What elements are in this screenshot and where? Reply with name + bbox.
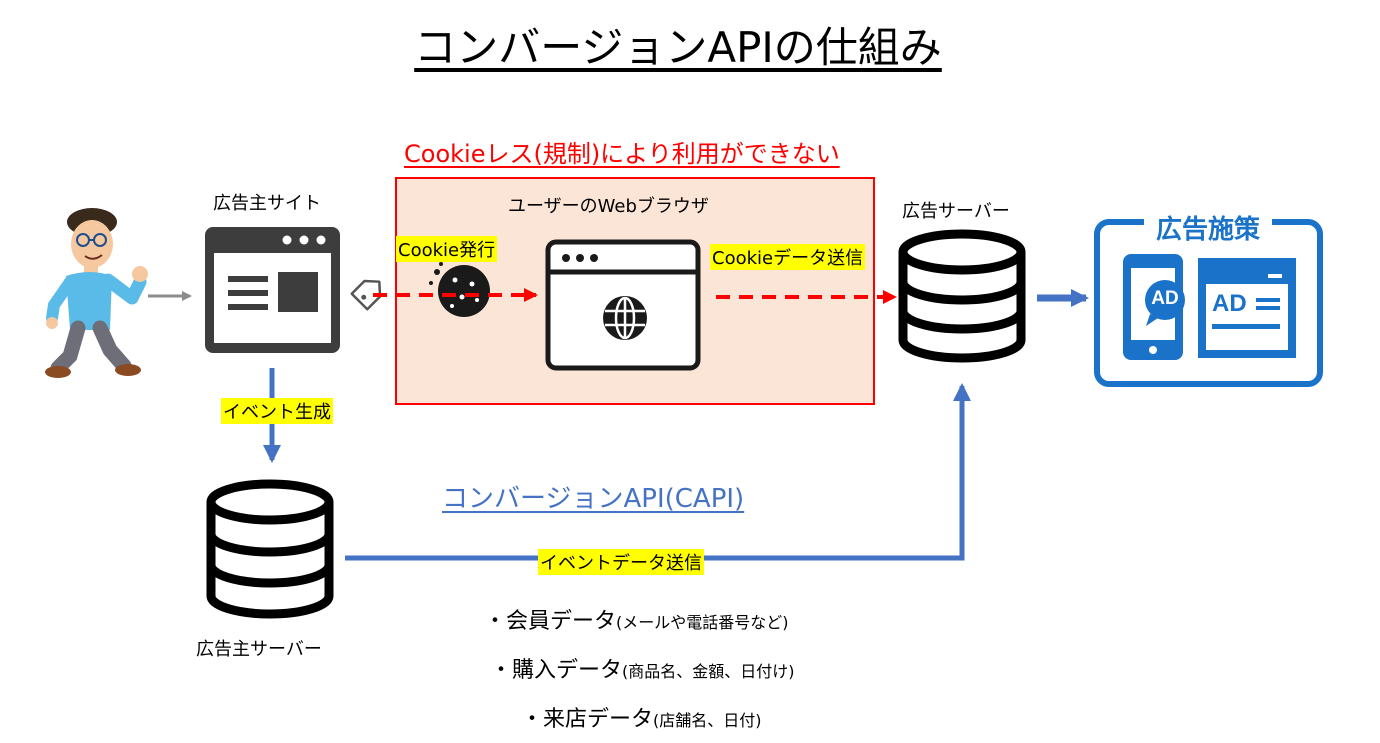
- user-person-icon: [45, 208, 148, 378]
- data-item-detail: (商品名、金額、日付け): [622, 662, 795, 681]
- advertiser-server-label: 広告主サーバー: [196, 639, 322, 660]
- page-title: コンバージョンAPIの仕組み: [414, 23, 942, 72]
- ad-server-label: 広告サーバー: [902, 201, 1010, 222]
- event-generation-label: イベント生成: [221, 398, 333, 424]
- ad-badge-panel: AD: [1212, 290, 1247, 317]
- ad-measures-title: 広告施策: [1144, 209, 1272, 246]
- cookie-send-label: Cookieデータ送信: [710, 244, 866, 270]
- ad-measures-box: [1094, 219, 1323, 387]
- data-item-main: ・来店データ: [521, 707, 654, 732]
- data-item-visit: ・来店データ(店舗名、日付): [521, 701, 762, 733]
- arrow-event-data-send: [345, 383, 971, 561]
- data-item-main: ・購入データ: [490, 658, 623, 683]
- tag-icon: [350, 279, 382, 311]
- browser-window-icon: [545, 239, 701, 371]
- event-send-label: イベントデータ送信: [538, 549, 704, 575]
- ad-badge-phone: AD: [1151, 288, 1179, 309]
- browser-label: ユーザーのWebブラウザ: [508, 196, 709, 217]
- advertiser-site-icon: [205, 227, 340, 353]
- advertiser-site-label: 広告主サイト: [213, 193, 321, 214]
- cookie-issue-label: Cookie発行: [396, 236, 498, 262]
- data-item-detail: (店舗名、日付): [653, 711, 762, 730]
- advertiser-server-database-icon: [206, 479, 334, 619]
- data-item-member: ・会員データ(メールや電話番号など): [484, 603, 789, 635]
- ad-server-database-icon: [898, 229, 1026, 363]
- cookieless-heading: Cookieレス(規制)により利用ができない: [404, 140, 840, 168]
- cookie-icon: [429, 262, 490, 317]
- data-item-purchase: ・購入データ(商品名、金額、日付け): [490, 652, 795, 684]
- capi-label: コンバージョンAPI(CAPI): [442, 484, 745, 514]
- data-item-main: ・会員データ: [484, 609, 617, 634]
- data-item-detail: (メールや電話番号など): [616, 613, 789, 632]
